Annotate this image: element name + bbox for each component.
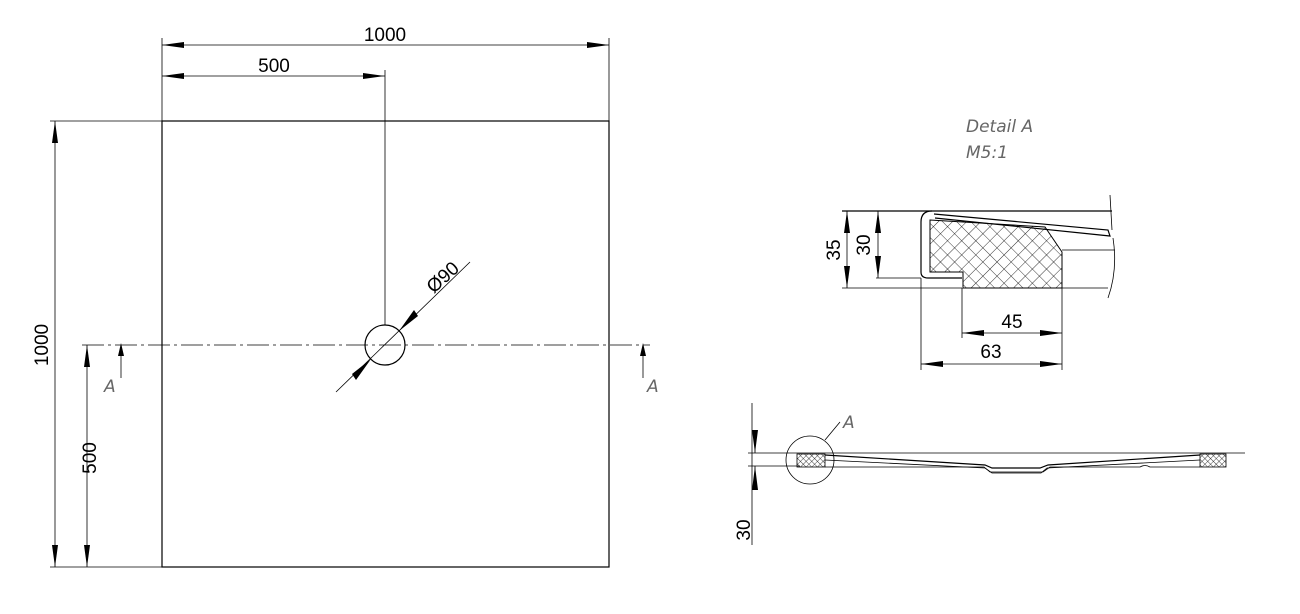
section-view: 30 A <box>734 403 1245 545</box>
core-width-dimension: 45 <box>1001 312 1022 333</box>
core-hatch <box>929 219 1063 289</box>
total-width-dimension: 63 <box>980 342 1001 363</box>
section-mark-right: A <box>646 377 659 397</box>
detail-callout-circle <box>785 435 835 485</box>
inner-height-dimension: 30 <box>854 234 875 255</box>
plan-view: 1000 500 1000 500 Ø90 A A <box>32 25 659 568</box>
tray-outline <box>161 120 610 568</box>
drain-circle <box>364 324 406 366</box>
drain-diameter: Ø90 <box>423 258 464 298</box>
half-width-dimension: 500 <box>258 56 290 77</box>
detail-scale: M5:1 <box>966 143 1008 163</box>
detail-a: Detail A M5:1 35 30 45 63 <box>824 117 1116 370</box>
detail-callout-label: A <box>842 413 855 433</box>
total-height-dimension: 35 <box>824 239 845 260</box>
half-height-dimension: 500 <box>80 442 101 474</box>
section-height-dimension: 30 <box>734 519 755 540</box>
section-mark-left: A <box>103 377 116 397</box>
detail-title: Detail A <box>966 117 1033 137</box>
height-dimension: 1000 <box>32 324 53 366</box>
width-dimension: 1000 <box>364 25 406 46</box>
